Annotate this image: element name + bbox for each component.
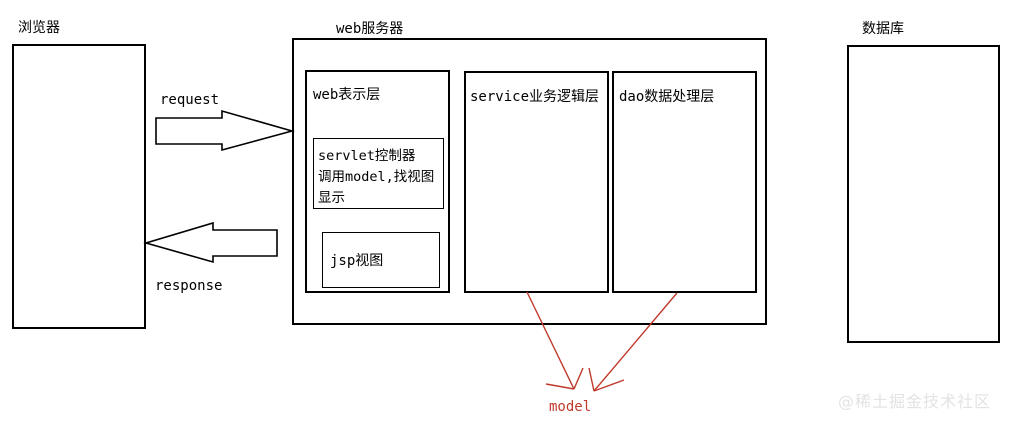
web-server-title: web服务器 [336,21,404,37]
service-tier-label: service业务逻辑层 [470,89,600,105]
browser-title: 浏览器 [18,20,60,36]
response-arrow [143,221,278,264]
jsp-view-label: jsp视图 [330,253,384,269]
dao-tier-label: dao数据处理层 [619,89,715,105]
jsp-view-box [322,232,440,288]
response-arrow-label: response [155,278,223,294]
web-presentation-tier-box [305,70,450,293]
request-arrow [155,109,295,152]
servlet-controller-text: servlet控制器 调用model,找视图 显示 [318,148,435,206]
servlet-controller-box [313,138,444,209]
watermark: @稀土掘金技术社区 [838,392,992,411]
web-presentation-tier-label: web表示层 [313,87,381,103]
dao-tier-box [612,71,757,293]
model-annotation-label: model [549,399,592,415]
request-arrow-label: request [160,92,220,108]
browser-box [12,44,146,329]
database-box [847,45,1000,343]
database-title: 数据库 [862,21,904,37]
